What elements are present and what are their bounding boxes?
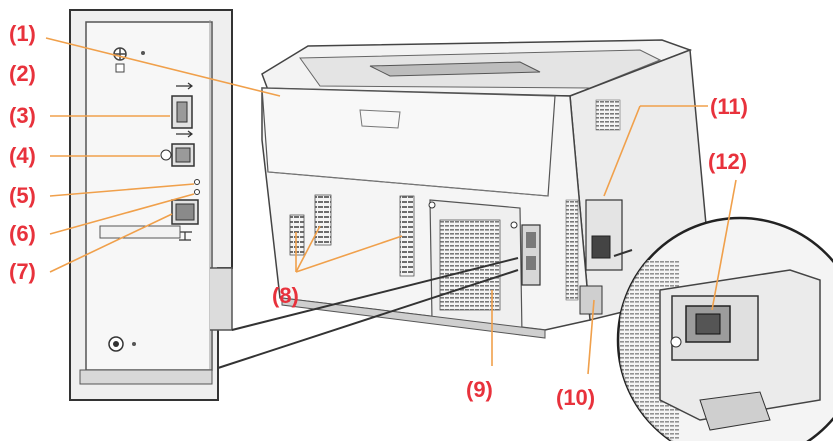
vent-block-1 [289,214,305,256]
callout-11: (11) [710,94,748,119]
callout-7: (7) [9,259,36,284]
callout-6: (6) [9,221,36,246]
power-socket-magnified [616,216,833,441]
callout-10: (10) [556,385,596,410]
vent-block-3 [399,195,415,277]
callout-9: (9) [466,377,493,402]
usb-device-port-icon [160,143,195,167]
leader-lines [45,37,737,375]
zoom-lines [217,249,633,369]
callout-12: (12) [708,149,748,174]
top-screw-icon [113,47,145,73]
usb-port-icon [171,82,193,138]
callout-1: (1) [9,21,36,46]
callout-8: (8) [272,283,299,308]
callout-3: (3) [9,103,36,128]
rear-panel-closeup [69,9,233,401]
vent-block-2 [314,194,332,246]
callout-4: (4) [9,143,36,168]
bottom-screw-icon [108,336,136,352]
led-indicator-upper [194,179,200,185]
callout-2: (2) [9,61,36,86]
callout-5: (5) [9,183,36,208]
led-indicator-lower [194,189,200,195]
